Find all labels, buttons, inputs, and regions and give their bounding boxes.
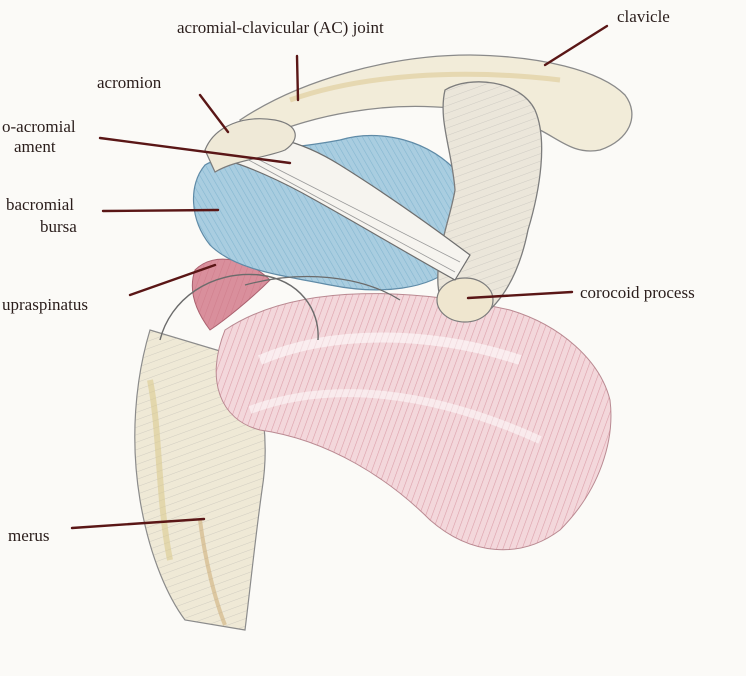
label-acromion: acromion [97, 73, 161, 92]
label-supraspinatus: upraspinatus [2, 295, 88, 314]
label-ac-joint: acromial-clavicular (AC) joint [177, 18, 384, 37]
label-humerus: merus [8, 526, 50, 545]
coracoid-shape [437, 82, 542, 322]
clavicle-shape [240, 55, 632, 151]
muscle-fan-shape [216, 294, 611, 550]
label-bursa-line1: bacromial [6, 195, 74, 214]
label-ligament-line2: ament [14, 137, 56, 156]
leader-clavicle [545, 26, 607, 65]
label-clavicle: clavicle [617, 7, 670, 26]
label-coracoid: corocoid process [580, 283, 695, 302]
label-bursa-line2: bursa [40, 217, 77, 236]
leader-acromion [200, 95, 228, 132]
label-ligament-line1: o-acromial [2, 117, 76, 136]
leader-bursa [103, 210, 218, 211]
leader-ac-joint [297, 56, 298, 100]
